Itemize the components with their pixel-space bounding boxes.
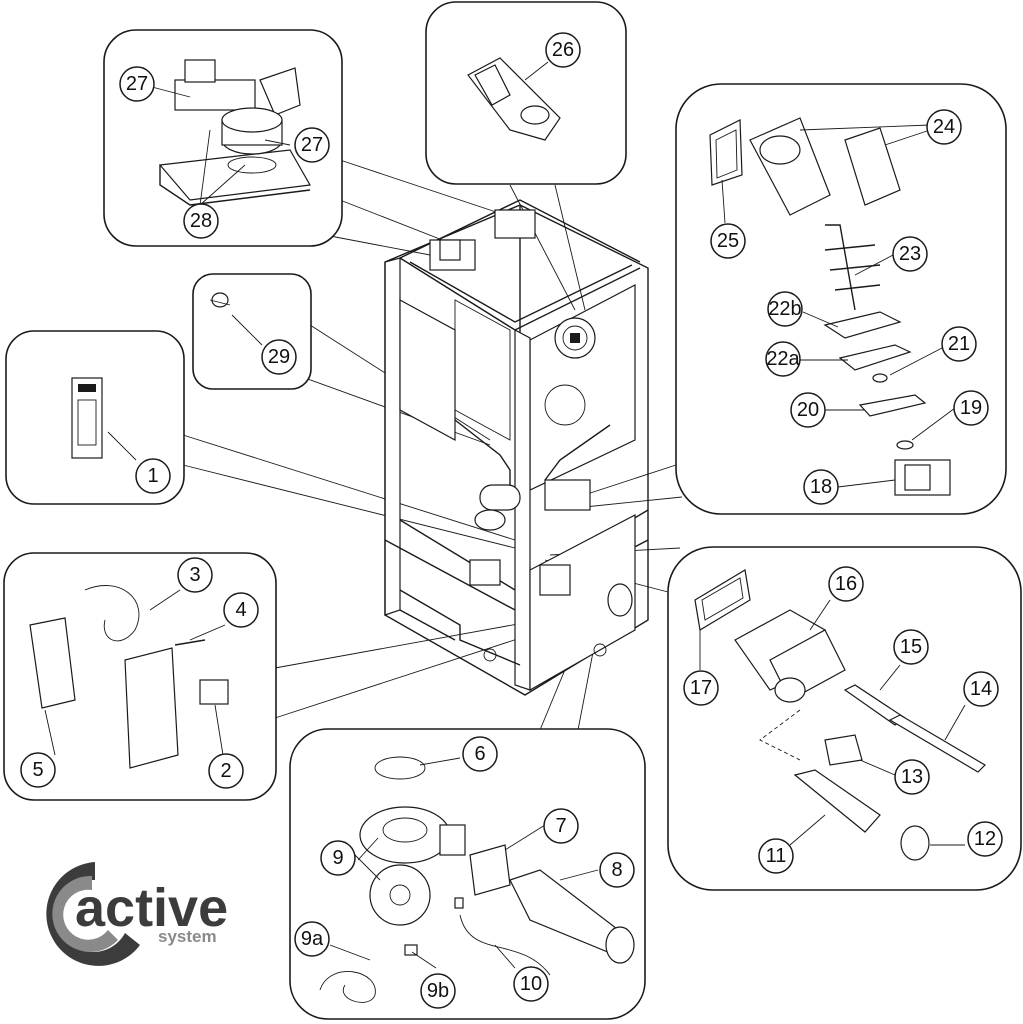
part-label-13: 13 (894, 759, 930, 795)
callout-clip (192, 273, 312, 390)
svg-text:8: 8 (611, 859, 622, 881)
svg-text:7: 7 (555, 815, 566, 837)
part-label-20: 20 (790, 392, 826, 428)
svg-text:17: 17 (690, 677, 712, 699)
svg-text:9: 9 (332, 847, 343, 869)
part-label-17: 17 (683, 670, 719, 706)
svg-text:22a: 22a (766, 348, 800, 370)
callout-box-29 (192, 273, 312, 390)
part-label-21: 21 (941, 326, 977, 362)
part-label-29: 29 (261, 339, 297, 375)
callout-feed-auger (675, 83, 1007, 515)
part-label-18: 18 (803, 469, 839, 505)
part-label-22b: 22b (767, 291, 803, 327)
svg-text:27: 27 (126, 73, 148, 95)
part-label-28: 28 (183, 203, 219, 239)
part-label-23: 23 (892, 236, 928, 272)
part-label-24: 24 (926, 109, 962, 145)
svg-text:28: 28 (190, 210, 212, 232)
svg-text:5: 5 (32, 759, 43, 781)
brand-logo: active system (46, 862, 228, 966)
svg-text:27: 27 (301, 134, 323, 156)
callout-electronics (3, 552, 277, 801)
part-label-12: 12 (967, 821, 1003, 857)
logo-tagline: system (158, 927, 217, 946)
stove-frame (384, 199, 649, 696)
part-label-11: 11 (758, 838, 794, 874)
part-label-7: 7 (543, 808, 579, 844)
svg-text:21: 21 (948, 333, 970, 355)
part-label-14: 14 (963, 671, 999, 707)
svg-text:3: 3 (189, 564, 200, 586)
svg-text:23: 23 (899, 243, 921, 265)
svg-text:10: 10 (520, 973, 542, 995)
part-label-5: 5 (20, 752, 56, 788)
callout-combustion-fan (289, 728, 646, 1020)
part-label-6: 6 (462, 736, 498, 772)
svg-text:26: 26 (552, 39, 574, 61)
part-label-16: 16 (828, 566, 864, 602)
callout-box-18-25 (675, 83, 1007, 515)
part-label-15: 15 (893, 629, 929, 665)
part-bubbles: 27 27 28 26 24 25 23 22b 21 22a 20 19 18… (20, 32, 1003, 1009)
svg-text:22b: 22b (768, 298, 801, 320)
part-label-1: 1 (135, 458, 171, 494)
svg-text:2: 2 (220, 760, 231, 782)
logo-wordmark: active (75, 878, 228, 938)
svg-text:9a: 9a (301, 928, 324, 950)
callout-box-6-10 (289, 728, 646, 1020)
callout-burner (667, 546, 1022, 891)
part-label-8: 8 (599, 852, 635, 888)
part-label-4: 4 (223, 592, 259, 628)
callout-control-panel (5, 330, 185, 505)
part-label-22a: 22a (765, 341, 801, 377)
svg-text:11: 11 (766, 845, 787, 867)
part-label-3: 3 (177, 557, 213, 593)
part-label-9: 9 (320, 840, 356, 876)
svg-text:24: 24 (933, 116, 955, 138)
svg-text:6: 6 (474, 743, 485, 765)
svg-text:1: 1 (147, 465, 158, 487)
part-label-19: 19 (953, 390, 989, 426)
svg-text:9b: 9b (427, 980, 449, 1002)
svg-text:4: 4 (235, 599, 246, 621)
part-label-25: 25 (710, 223, 746, 259)
svg-text:19: 19 (960, 397, 982, 419)
part-label-2: 2 (208, 753, 244, 789)
svg-text:18: 18 (810, 476, 832, 498)
part-label-9a: 9a (294, 921, 330, 957)
svg-text:29: 29 (268, 346, 290, 368)
part-label-27a: 27 (119, 66, 155, 102)
part-label-10: 10 (513, 966, 549, 1002)
svg-text:20: 20 (797, 399, 819, 421)
svg-text:25: 25 (717, 230, 739, 252)
callout-fan-module (103, 29, 343, 247)
part-label-26: 26 (545, 32, 581, 68)
svg-text:16: 16 (835, 573, 857, 595)
svg-text:12: 12 (974, 828, 996, 850)
part-label-27b: 27 (294, 127, 330, 163)
part-label-9b: 9b (420, 973, 456, 1009)
svg-text:13: 13 (901, 766, 923, 788)
callout-remote-control (425, 1, 627, 185)
svg-text:14: 14 (970, 678, 992, 700)
svg-text:15: 15 (900, 636, 922, 658)
